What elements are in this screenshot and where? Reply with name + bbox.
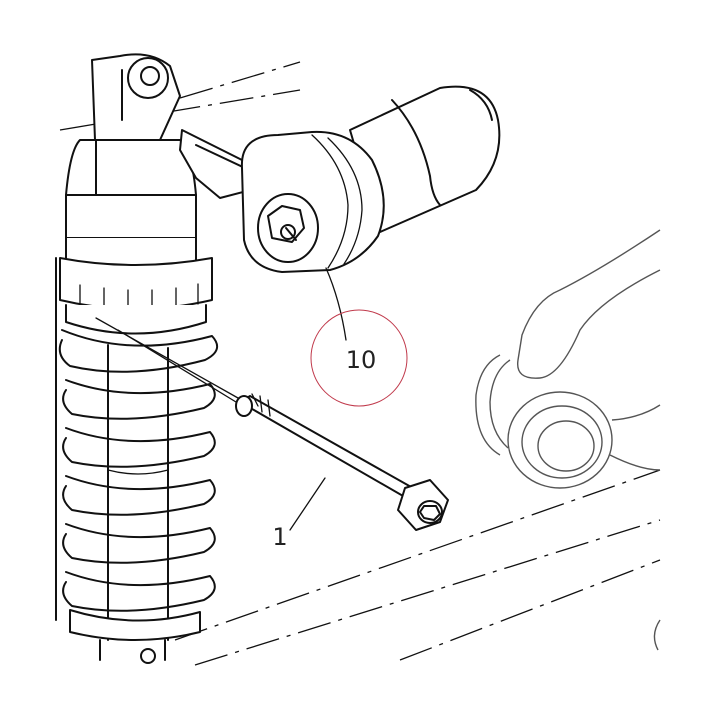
callout-10: 10 [310,309,408,407]
callout-label: 1 [272,523,287,551]
shock-absorber [55,53,219,664]
callout-1: 1 [272,523,287,551]
rocker-linkage [475,229,661,651]
alignment-lines [95,317,239,403]
centerline-guides [59,61,661,666]
callout-label: 10 [346,346,377,374]
wrench-tool [179,85,501,341]
mounting-bolt [235,393,449,531]
callout-highlight-ring [310,309,408,407]
